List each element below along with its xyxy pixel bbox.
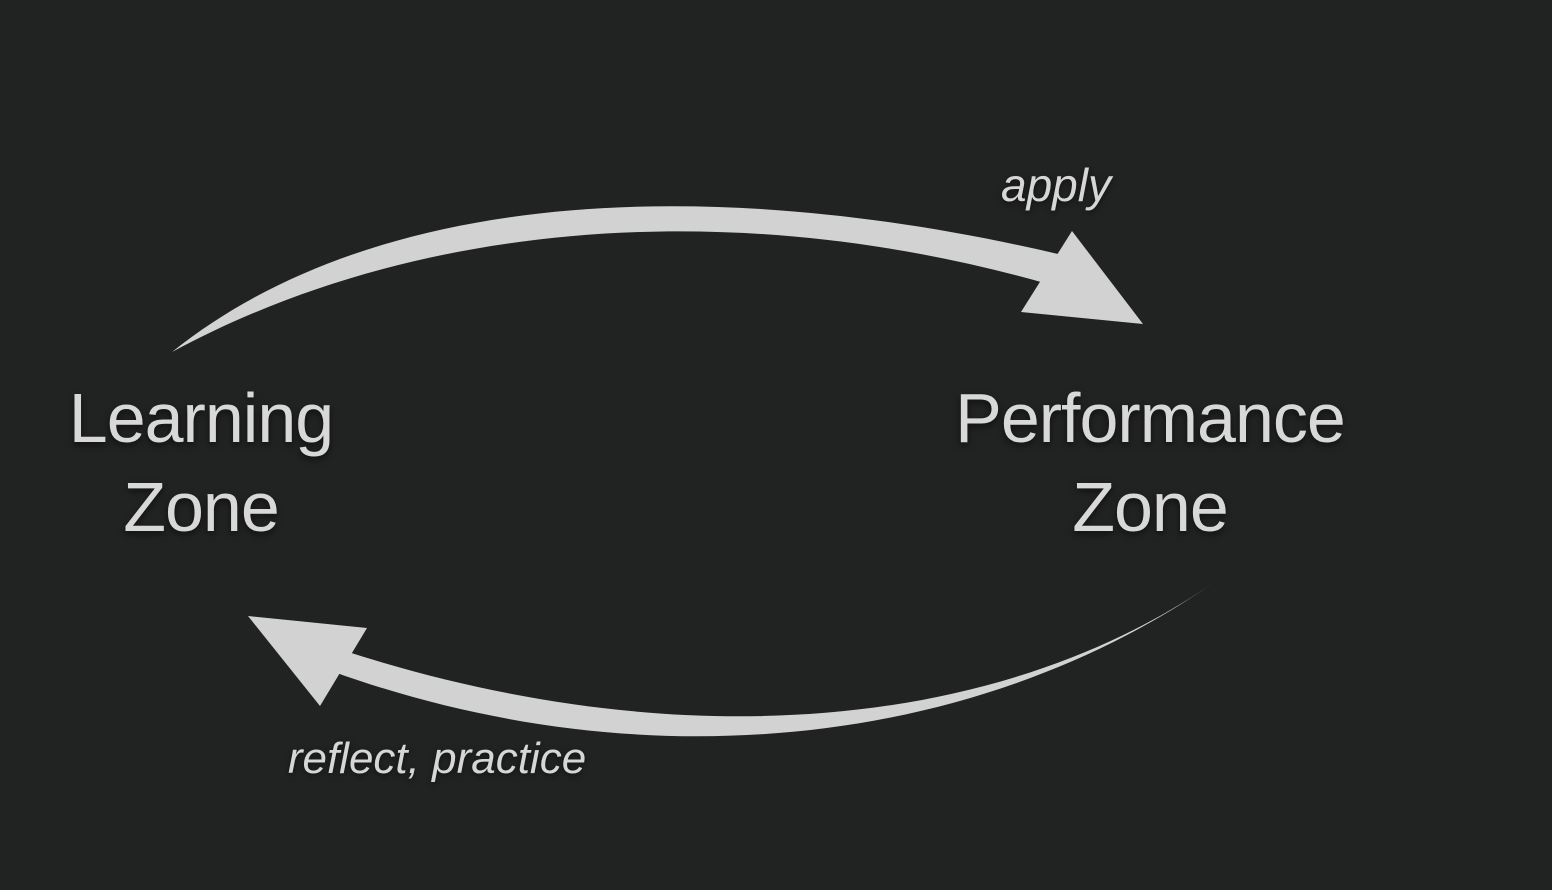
learning-zone-label: Learning Zone xyxy=(0,374,451,552)
performance-zone-label: Performance Zone xyxy=(900,374,1400,552)
apply-arrow-label: apply xyxy=(1001,159,1111,211)
reflect-arrow-head xyxy=(248,616,367,706)
apply-arrow-head xyxy=(1021,231,1143,324)
learning-zone-line1: Learning xyxy=(68,379,334,457)
reflect-arrow-shaft xyxy=(334,583,1213,737)
apply-arrow xyxy=(172,206,1143,352)
reflect-arrow xyxy=(248,583,1213,737)
performance-zone-line2: Zone xyxy=(1072,468,1229,546)
apply-arrow-shaft xyxy=(172,206,1058,352)
reflect-arrow-label: reflect, practice xyxy=(287,734,587,783)
performance-zone-line1: Performance xyxy=(955,379,1346,457)
learning-zone-line2: Zone xyxy=(123,468,280,546)
